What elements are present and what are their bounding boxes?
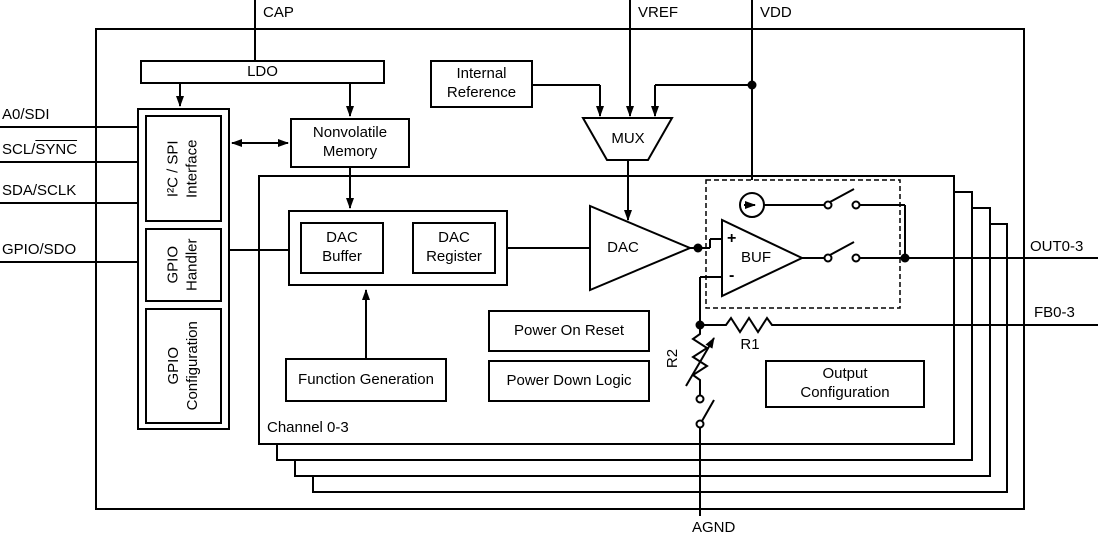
gpio-config-line1: GPIO bbox=[164, 347, 182, 385]
output-config-line2: Configuration bbox=[800, 384, 890, 401]
ldo-block: LDO bbox=[140, 60, 385, 84]
pin-label-a0-sdi: A0/SDI bbox=[2, 106, 50, 123]
gpio-configuration-block: GPIO Configuration bbox=[145, 308, 222, 424]
nonvolatile-memory-block: Nonvolatile Memory bbox=[290, 118, 410, 168]
pin-label-cap: CAP bbox=[263, 4, 294, 21]
nvm-line1: Nonvolatile bbox=[312, 124, 388, 142]
ldo-label: LDO bbox=[247, 62, 278, 80]
dac-buffer-block: DAC Buffer bbox=[300, 222, 384, 274]
power-down-logic-label: Power Down Logic bbox=[506, 371, 632, 389]
dac-buffer-line1: DAC bbox=[326, 229, 358, 247]
output-configuration-block: Output Configuration bbox=[765, 360, 925, 408]
power-on-reset-block: Power On Reset bbox=[488, 310, 650, 352]
r2-text: R2 bbox=[664, 348, 682, 368]
pin-label-scl-sync: SCL/SYNC bbox=[2, 141, 77, 158]
dac-register-line2: Register bbox=[426, 248, 482, 265]
internal-reference-line1: Internal bbox=[456, 65, 507, 83]
chip-outline bbox=[95, 28, 1025, 510]
dac-label: DAC bbox=[607, 239, 639, 256]
sync-overlined: SYNC bbox=[35, 141, 78, 158]
i2c-spi-line1: I²C / SPI bbox=[164, 140, 182, 197]
dac-register-block: DAC Register bbox=[412, 222, 496, 274]
gpio-handler-line1: GPIO bbox=[164, 246, 182, 284]
function-generation-label: Function Generation bbox=[298, 370, 434, 388]
pin-label-vref: VREF bbox=[638, 4, 679, 21]
dac-buffer-line2: Buffer bbox=[322, 248, 362, 265]
buf-minus-sign: - bbox=[729, 267, 735, 284]
scl-prefix: SCL/ bbox=[2, 141, 36, 158]
r2-label: R2 bbox=[658, 348, 688, 368]
nvm-line2: Memory bbox=[322, 143, 378, 160]
i2c-spi-interface-block: I²C / SPI Interface bbox=[145, 115, 222, 222]
function-generation-block: Function Generation bbox=[285, 358, 447, 402]
i2c-spi-line2: Interface bbox=[183, 139, 201, 198]
power-down-logic-block: Power Down Logic bbox=[488, 360, 650, 402]
gpio-config-line2: Configuration bbox=[183, 321, 201, 411]
pin-label-agnd: AGND bbox=[692, 519, 736, 536]
buf-plus-sign: + bbox=[727, 230, 737, 247]
pin-label-sda-sclk: SDA/SCLK bbox=[2, 182, 77, 199]
internal-reference-block: Internal Reference bbox=[430, 60, 533, 108]
pin-label-vdd: VDD bbox=[760, 4, 792, 21]
gpio-handler-line2: Handler bbox=[183, 238, 201, 292]
pin-label-fb: FB0-3 bbox=[1034, 304, 1075, 321]
pin-label-gpio-sdo: GPIO/SDO bbox=[2, 241, 77, 258]
output-config-line1: Output bbox=[822, 365, 868, 383]
channel-label: Channel 0-3 bbox=[267, 419, 349, 436]
power-on-reset-label: Power On Reset bbox=[513, 321, 625, 339]
pin-label-out: OUT0-3 bbox=[1030, 238, 1084, 255]
mux-label: MUX bbox=[611, 130, 645, 147]
r1-label: R1 bbox=[740, 336, 760, 353]
internal-reference-line2: Reference bbox=[446, 84, 517, 101]
dac-register-line1: DAC bbox=[438, 229, 470, 247]
buf-label: BUF bbox=[741, 249, 771, 266]
gpio-handler-block: GPIO Handler bbox=[145, 228, 222, 302]
